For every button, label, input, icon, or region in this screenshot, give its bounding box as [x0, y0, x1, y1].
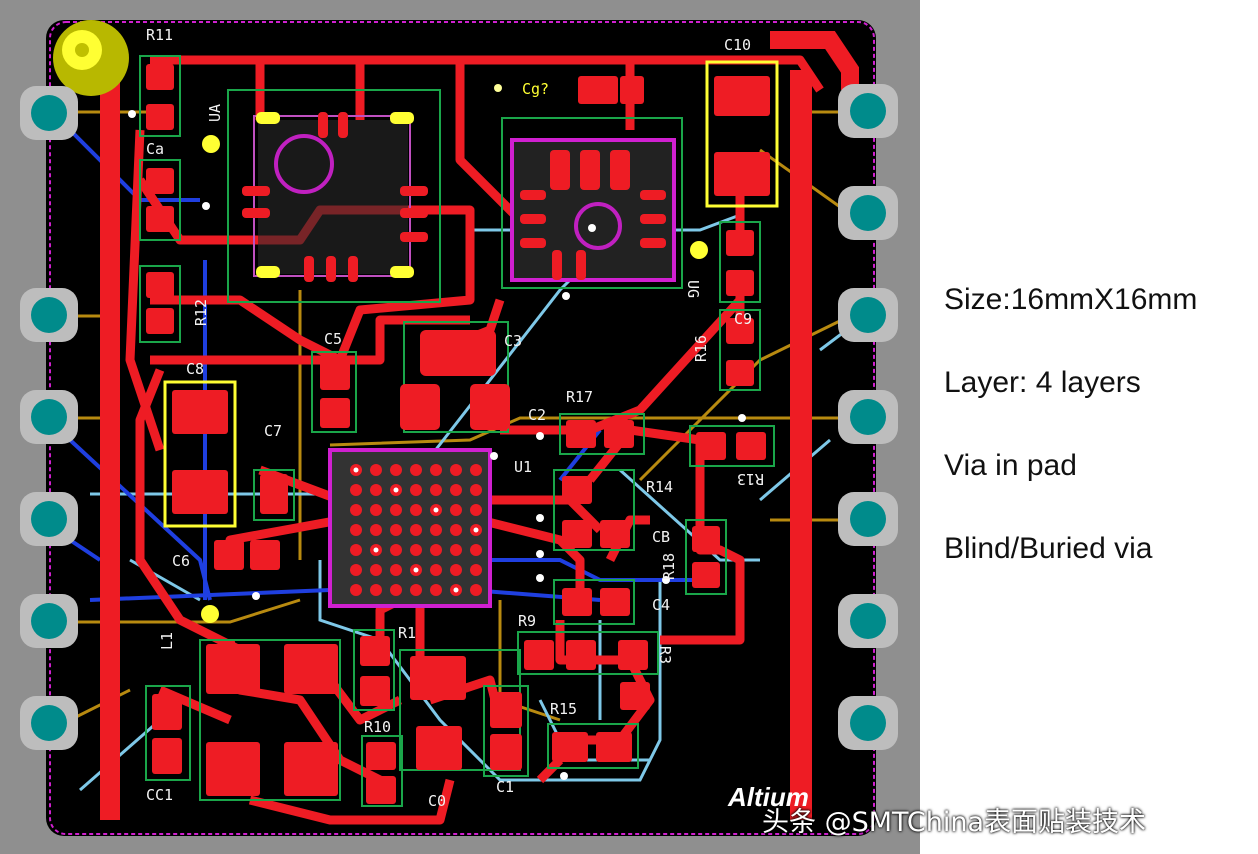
label-l1: L1: [158, 632, 176, 650]
label-c2: C2: [528, 406, 546, 424]
label-cc1: CC1: [146, 786, 173, 804]
label-r10: R10: [364, 718, 391, 736]
label-cg: Cg?: [522, 80, 549, 98]
pcb-image-frame: R11 Ca UA Cg? C10 UG R12 C5 C3 C9 R16 C8…: [0, 0, 920, 854]
label-c8: C8: [186, 360, 204, 378]
edge-pads-left: [20, 86, 78, 750]
label-c10: C10: [724, 36, 751, 54]
ic-ua: [242, 112, 428, 282]
spec-layers: Layer: 4 layers: [944, 366, 1141, 399]
label-r15: R15: [550, 700, 577, 718]
label-r17: R17: [566, 388, 593, 406]
spec-size: Size:16mmX16mm: [944, 283, 1198, 316]
label-cb: CB: [652, 528, 670, 546]
label-r13: R13: [737, 470, 764, 488]
label-r16: R16: [692, 335, 710, 362]
component-courtyards: [139, 55, 775, 807]
edge-pads-right: [838, 84, 898, 750]
label-r12: R12: [192, 299, 210, 326]
label-c0: C0: [428, 792, 446, 810]
label-c6: C6: [172, 552, 190, 570]
label-c3: C3: [504, 332, 522, 350]
power-rail-left: [100, 40, 120, 820]
label-r11: R11: [146, 26, 173, 44]
silkscreen-highlights: [163, 60, 779, 528]
label-c7: C7: [264, 422, 282, 440]
label-u1: U1: [514, 458, 532, 476]
spec-blind-buried-via: Blind/Buried via: [944, 532, 1153, 565]
label-ug: UG: [684, 280, 702, 298]
label-c5: C5: [324, 330, 342, 348]
watermark: 头条 @SMTChina表面贴装技术: [762, 807, 1147, 838]
bga-u1: [328, 448, 492, 608]
label-r9: R9: [518, 612, 536, 630]
rail-top-bend: [770, 31, 859, 90]
label-r1: R1: [398, 624, 416, 642]
label-r3: R3: [656, 646, 674, 664]
label-c1: C1: [496, 778, 514, 796]
label-ca: Ca: [146, 140, 164, 158]
vias: [128, 110, 746, 780]
label-r14: R14: [646, 478, 673, 496]
power-rail-right: [790, 70, 812, 820]
pcb-layout: R11 Ca UA Cg? C10 UG R12 C5 C3 C9 R16 C8…: [20, 20, 898, 836]
label-c4: C4: [652, 596, 670, 614]
altium-logo-text: Altium: [727, 782, 809, 812]
spec-via-in-pad: Via in pad: [944, 449, 1077, 482]
ic-ug: [510, 138, 676, 282]
label-r18: R18: [660, 553, 678, 580]
passive-pads: [146, 64, 770, 804]
label-c9: C9: [734, 310, 752, 328]
label-ua: UA: [206, 104, 224, 122]
